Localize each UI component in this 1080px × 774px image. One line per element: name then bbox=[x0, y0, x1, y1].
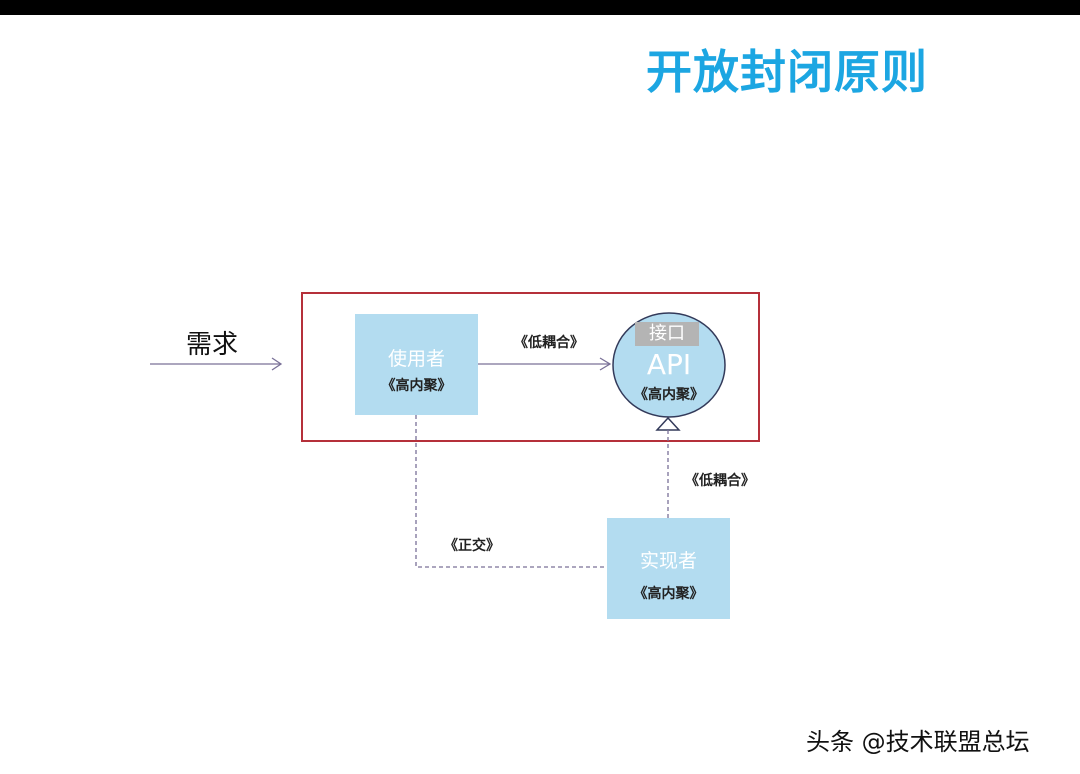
edge-label-impl-api: 《低耦合》 bbox=[685, 473, 755, 489]
user-impl-dashed bbox=[415, 415, 607, 568]
api-name: API bbox=[646, 348, 692, 381]
implementer-tag: 《高内聚》 bbox=[633, 586, 704, 602]
slide-title: 开放封闭原则 bbox=[646, 45, 928, 99]
top-bar bbox=[0, 0, 1080, 15]
user-name: 使用者 bbox=[387, 348, 445, 370]
api-tag: 《高内聚》 bbox=[634, 387, 704, 403]
user-tag: 《高内聚》 bbox=[381, 378, 452, 394]
implementer-name: 实现者 bbox=[639, 550, 697, 572]
edge-label-user-impl: 《正交》 bbox=[444, 538, 500, 554]
watermark: 头条 @技术联盟总坛 bbox=[806, 728, 1030, 756]
requirement-label: 需求 bbox=[186, 330, 239, 360]
interface-label: 接口 bbox=[635, 322, 699, 346]
boundary-frame bbox=[301, 292, 760, 442]
realization-triangle bbox=[655, 416, 681, 431]
edge-label-user-api: 《低耦合》 bbox=[514, 335, 584, 351]
user-box: 使用者 《高内聚》 bbox=[355, 314, 478, 415]
implementer-box: 实现者 《高内聚》 bbox=[607, 518, 730, 619]
